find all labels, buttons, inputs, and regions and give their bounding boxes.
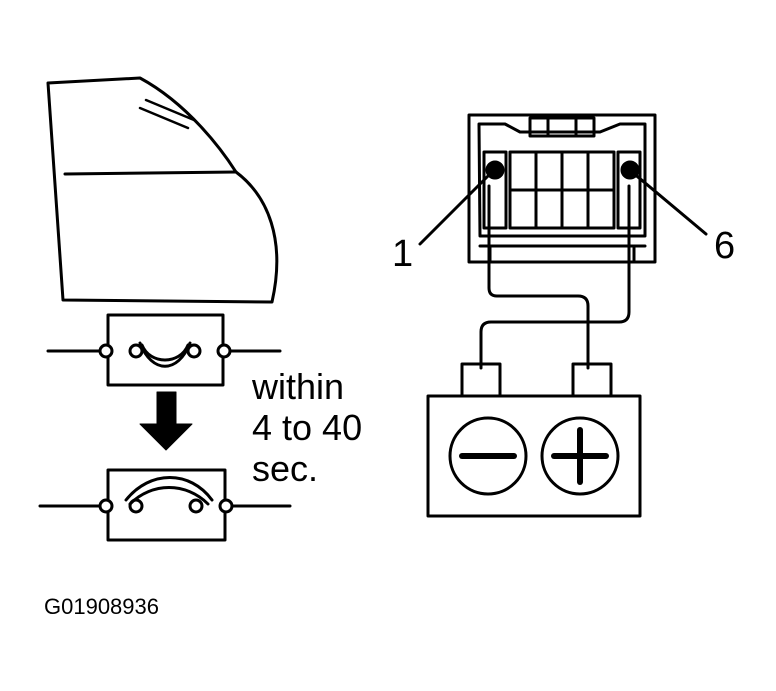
pin-6-label: 6 (714, 225, 735, 267)
timing-line-3: sec. (252, 448, 318, 489)
pin-6-leader (630, 170, 708, 236)
switch-after-icon (38, 468, 292, 542)
timing-line-2: 4 to 40 (252, 407, 362, 448)
pin-1-label: 1 (392, 233, 413, 275)
door-icon (46, 76, 279, 304)
arrow-down-icon (139, 391, 193, 451)
wire-pin6-to-negative (479, 184, 631, 370)
switch-before-icon (46, 313, 282, 387)
plus-icon (551, 427, 609, 485)
battery-icon (426, 362, 642, 518)
wire-pin1-to-positive (487, 184, 590, 370)
figure-code: G01908936 (44, 594, 159, 619)
timing-line-1: within (251, 366, 344, 407)
connector-icon (467, 113, 657, 264)
pin-1-leader (418, 170, 494, 246)
